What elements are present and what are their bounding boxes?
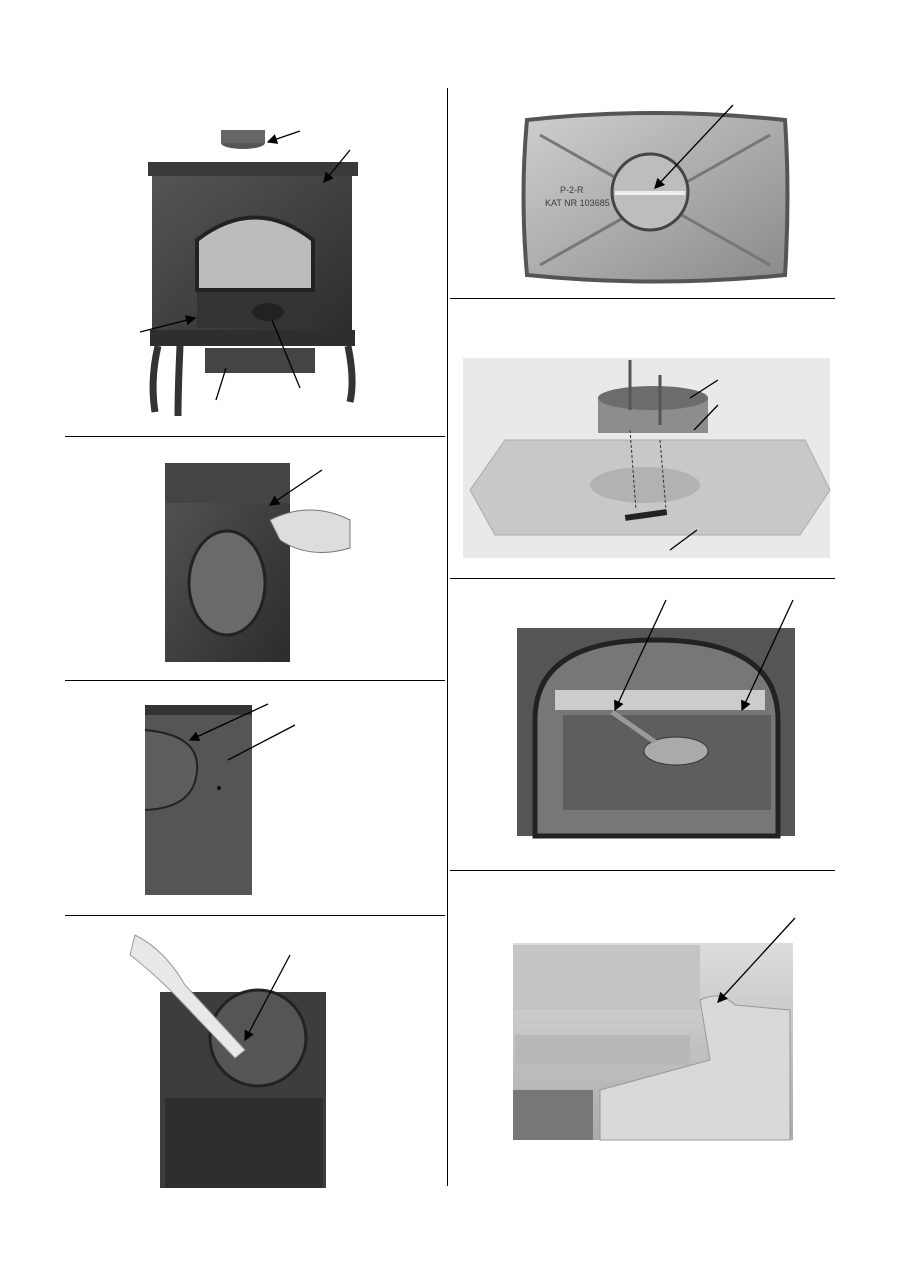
- figure-baffle-bracket: [513, 943, 793, 1141]
- figure-stove-overview: [148, 130, 358, 417]
- arrow: [689, 379, 719, 399]
- column-divider: [447, 88, 448, 1186]
- section-divider: [65, 436, 445, 437]
- arrow: [215, 367, 227, 401]
- arrow: [717, 917, 796, 1003]
- pointer-arrows: [139, 104, 796, 1042]
- embossed-plate-code: P-2-R: [560, 185, 584, 195]
- arrow: [323, 149, 351, 184]
- arrow: [268, 469, 323, 506]
- arrow: [654, 104, 734, 189]
- arrow: [244, 954, 291, 1042]
- section-divider: [65, 680, 445, 681]
- figure-firebox-baffle: [517, 628, 795, 839]
- section-divider: [450, 298, 835, 299]
- figure-flue-hammer: [129, 934, 326, 1188]
- section-divider: [450, 578, 835, 579]
- arrow: [139, 315, 197, 333]
- figure-top-plate-lift: [165, 463, 351, 662]
- figure-side-panel: [144, 705, 252, 895]
- arrow: [693, 404, 719, 431]
- arrow: [614, 599, 667, 712]
- arrow: [271, 319, 301, 389]
- figure-flue-collar-assembly: [463, 358, 831, 558]
- figure-flue-plate-underside: P-2-R KAT NR 103685: [521, 111, 790, 284]
- arrow: [227, 724, 296, 761]
- arrow: [669, 529, 698, 551]
- arrow: [266, 130, 301, 144]
- section-divider: [65, 915, 445, 916]
- arrow: [188, 703, 269, 741]
- arrow: [741, 599, 794, 712]
- embossed-plate-catalog-number: KAT NR 103685: [545, 198, 610, 208]
- section-divider: [450, 870, 835, 871]
